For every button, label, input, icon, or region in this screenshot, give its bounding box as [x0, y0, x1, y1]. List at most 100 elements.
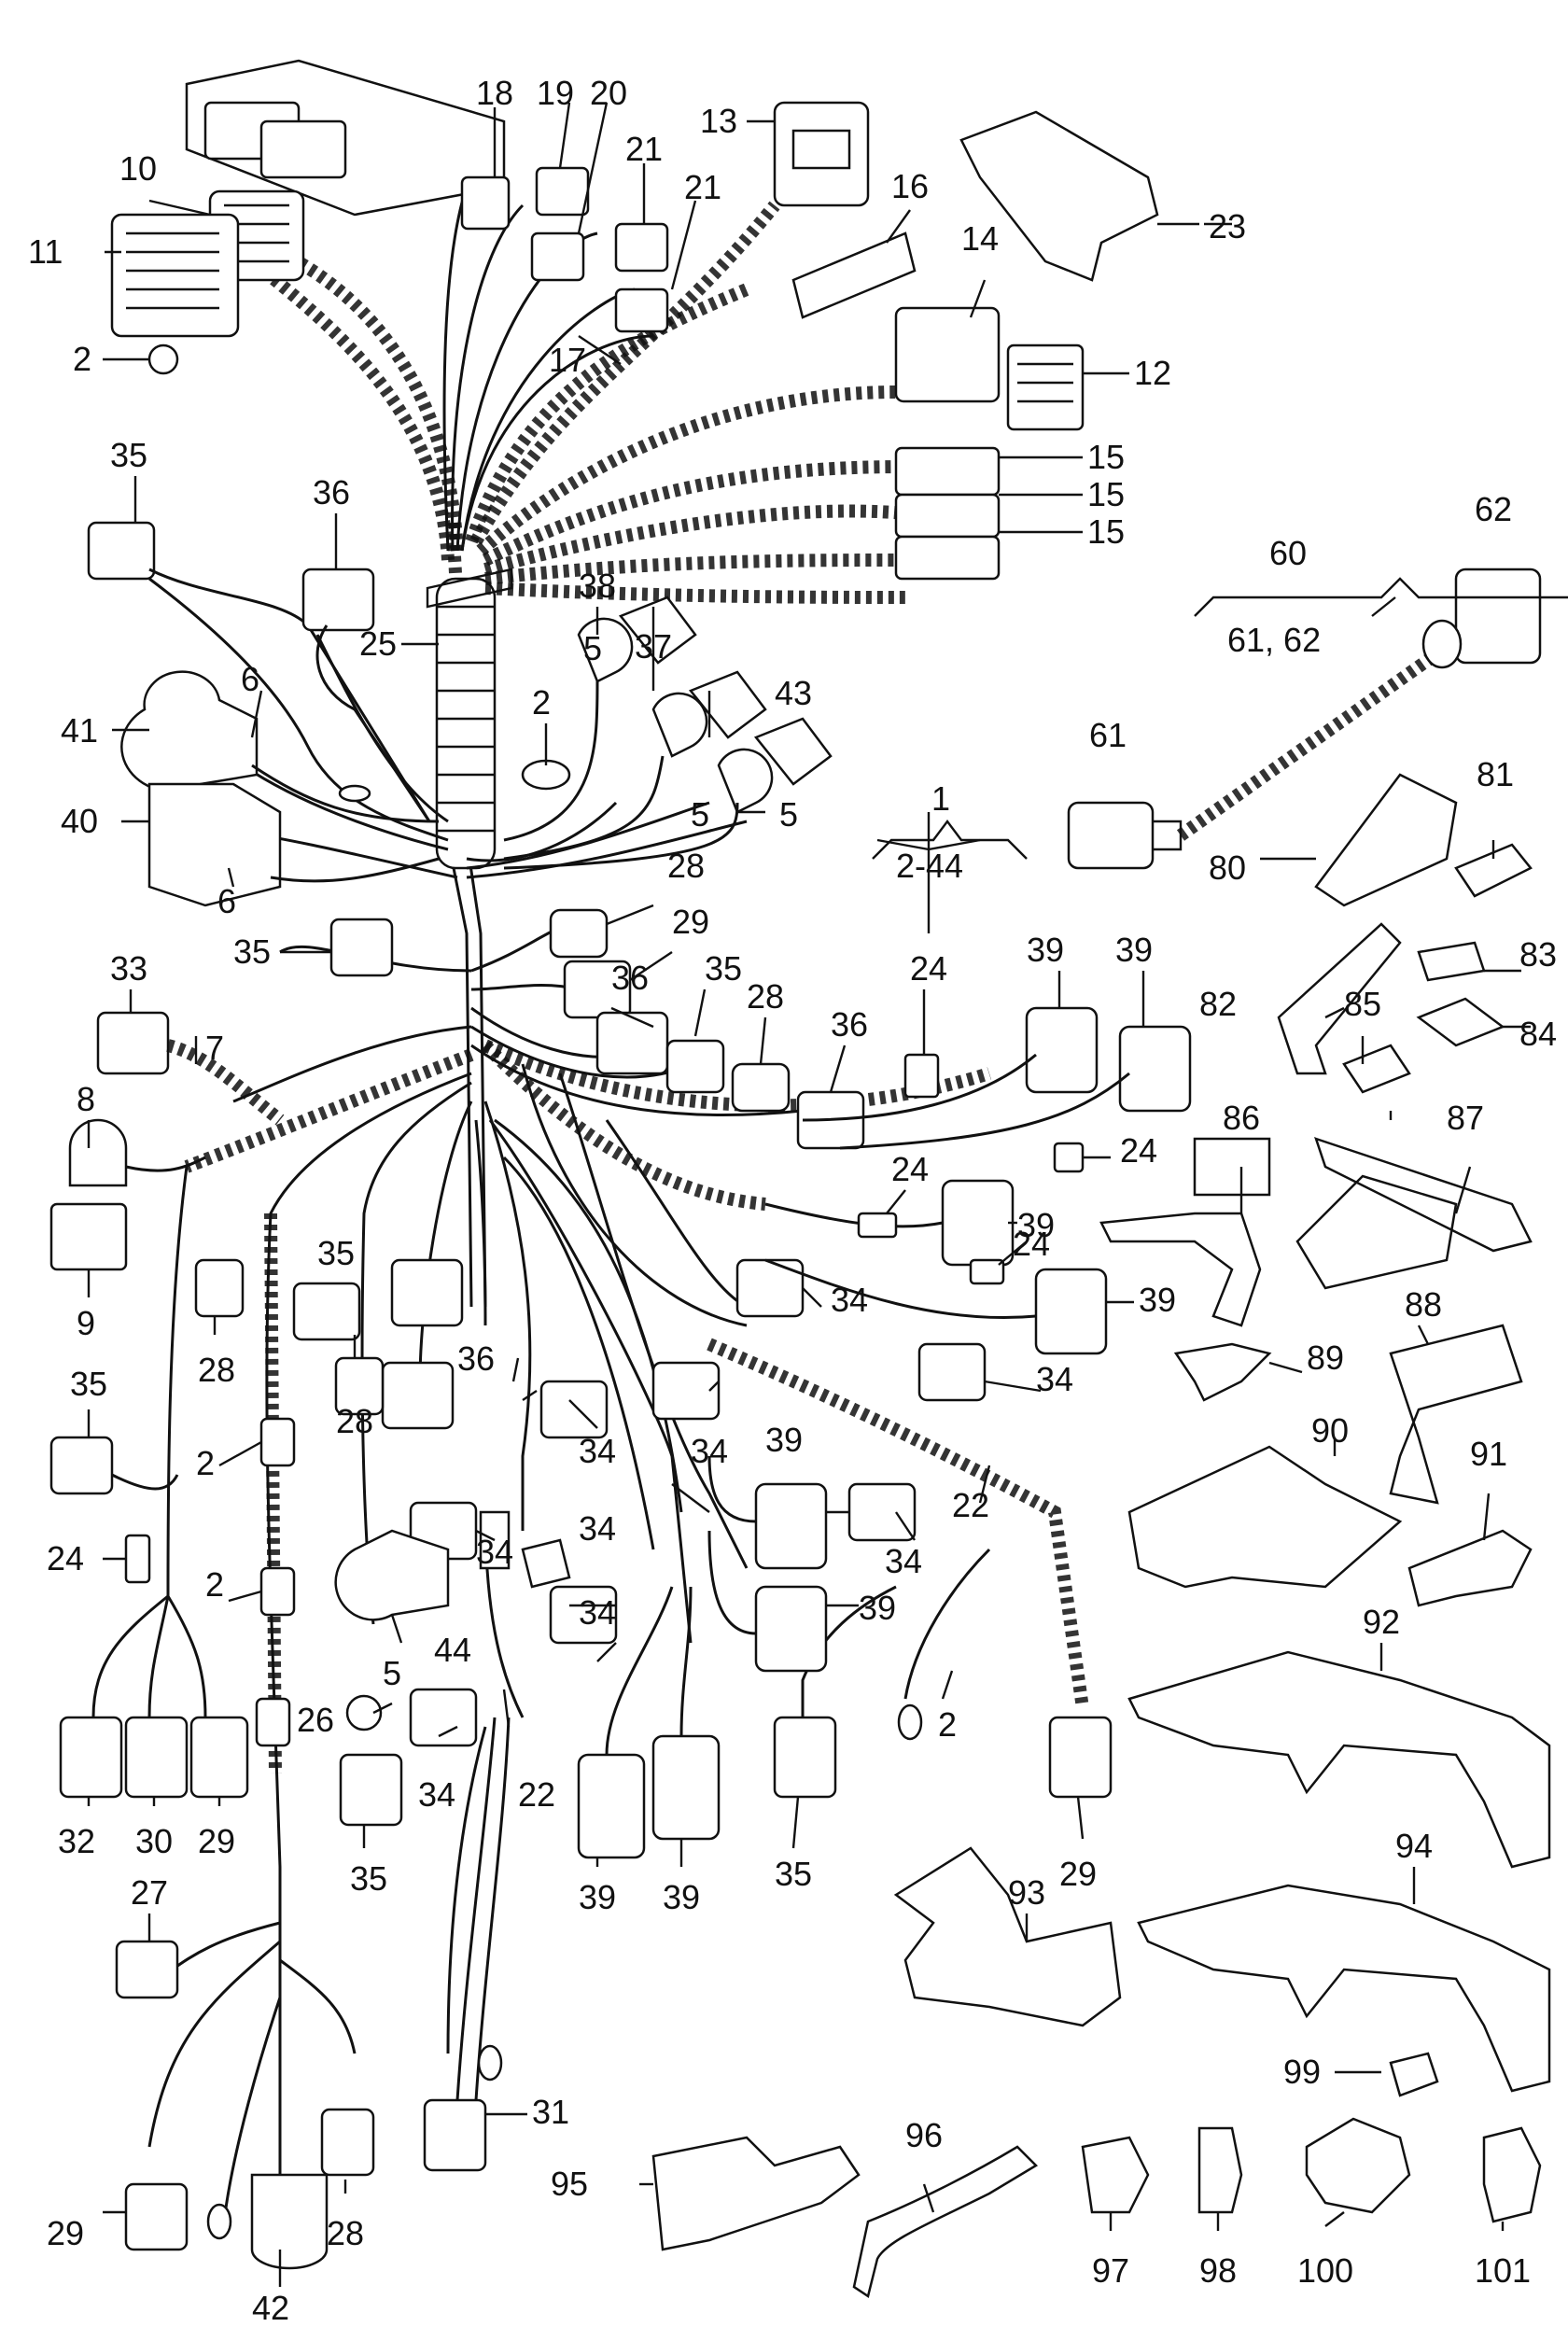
bracket-88: [1389, 1324, 1523, 1505]
label-39-h: 39: [663, 1878, 700, 1916]
connector-18: [460, 175, 511, 231]
connector-39-e: [754, 1482, 828, 1570]
label-35-f: 35: [350, 1859, 387, 1898]
connector-36-a: [595, 1011, 669, 1075]
label-26: 26: [297, 1701, 334, 1739]
components: [49, 59, 1542, 2270]
label-28-c: 28: [198, 1351, 235, 1389]
boot-44: [334, 1529, 450, 1621]
label-2-b: 2: [532, 683, 551, 722]
label-34-c: 34: [691, 1432, 728, 1470]
connector-39-b: [1118, 1025, 1192, 1113]
connector-39-c: [941, 1179, 1015, 1267]
label-15-c: 15: [1087, 512, 1125, 551]
connector-36-top: [301, 568, 375, 632]
relay-15c: [894, 535, 1001, 581]
label-15-a: 15: [1087, 438, 1125, 476]
label-5-c: 5: [779, 795, 798, 834]
bracket-82: [1277, 922, 1402, 1075]
label-1: 1: [931, 779, 950, 818]
label-16: 16: [891, 167, 929, 205]
label-28-b: 28: [747, 977, 784, 1016]
label-44: 44: [434, 1631, 471, 1669]
bracket-90: [1127, 1445, 1403, 1589]
label-36-b: 36: [611, 959, 649, 997]
label-29-d: 29: [47, 2214, 84, 2252]
connector-9: [49, 1202, 128, 1271]
relay-14: [894, 306, 1001, 403]
label-12: 12: [1134, 354, 1171, 392]
label-34-g: 34: [579, 1593, 616, 1632]
label-24-c: 24: [891, 1150, 929, 1188]
bracket-95: [651, 2136, 861, 2251]
connector-27: [115, 1940, 179, 1999]
label-41: 41: [61, 711, 98, 750]
label-34-d: 34: [579, 1432, 616, 1470]
label-5-a: 5: [583, 629, 602, 667]
label-2-44: 2-44: [896, 847, 963, 885]
label-21-b: 21: [684, 168, 721, 206]
harness-trunk: [91, 186, 1089, 2222]
label-89: 89: [1307, 1339, 1344, 1377]
connector-28-a: [549, 908, 609, 959]
bracket-83: [1417, 941, 1486, 982]
label-20: 20: [590, 74, 627, 112]
sensor-61: [1067, 801, 1155, 870]
bracket-85: [1342, 1044, 1411, 1094]
label-35-a: 35: [110, 436, 147, 474]
label-97: 97: [1092, 2251, 1129, 2290]
label-35-b: 35: [705, 949, 742, 988]
label-84: 84: [1519, 1015, 1557, 1053]
connector-39-g: [577, 1753, 646, 1859]
label-28-a: 28: [667, 847, 705, 885]
label-39-f: 39: [859, 1589, 896, 1627]
connector-35-center: [292, 1282, 361, 1341]
label-24-a: 24: [910, 949, 947, 988]
label-2-c: 2: [196, 1444, 215, 1482]
label-14: 14: [961, 219, 999, 258]
clip-101: [1482, 2126, 1542, 2223]
label-29-a: 29: [672, 903, 709, 941]
label-34-h: 34: [418, 1775, 455, 1814]
label-88: 88: [1405, 1285, 1442, 1324]
connector-29-b: [189, 1716, 249, 1799]
label-2-d: 2: [205, 1565, 224, 1604]
label-39-g: 39: [579, 1878, 616, 1916]
connector-21b: [614, 287, 669, 333]
label-60: 60: [1269, 534, 1307, 572]
label-43: 43: [775, 674, 812, 712]
bracket-94: [1137, 1884, 1551, 2093]
connector-31: [423, 2098, 487, 2172]
connector-20: [530, 231, 585, 282]
connector-39-f: [754, 1585, 828, 1673]
label-39-d: 39: [1139, 1281, 1176, 1319]
connector-34-e: [651, 1361, 721, 1421]
connector-28-center: [334, 1356, 385, 1416]
connector-28-b: [731, 1062, 791, 1113]
label-91: 91: [1470, 1435, 1507, 1473]
label-90: 90: [1311, 1411, 1349, 1450]
clip-100: [1305, 2117, 1411, 2214]
label-34-a: 34: [831, 1281, 868, 1319]
connector-62: [1454, 568, 1542, 665]
label-35-d: 35: [70, 1365, 107, 1403]
connector-11: [110, 213, 240, 338]
connector-39-a: [1025, 1006, 1099, 1094]
connector-42: [250, 2173, 329, 2270]
bracket-84: [1416, 997, 1505, 1047]
label-61: 61: [1089, 716, 1127, 754]
connector-34-f: [735, 1258, 805, 1318]
label-36-a: 36: [313, 473, 350, 512]
clip-99: [1389, 2052, 1439, 2097]
label-100: 100: [1297, 2251, 1353, 2290]
label-37: 37: [635, 627, 672, 666]
label-34-i: 34: [885, 1542, 922, 1580]
label-83: 83: [1519, 935, 1557, 974]
clip-98: [1197, 2126, 1243, 2214]
label-99: 99: [1283, 2053, 1321, 2091]
clip-97: [1081, 2136, 1150, 2214]
label-36-d: 36: [457, 1339, 495, 1378]
label-81: 81: [1477, 755, 1514, 793]
label-24-b: 24: [1120, 1131, 1157, 1170]
